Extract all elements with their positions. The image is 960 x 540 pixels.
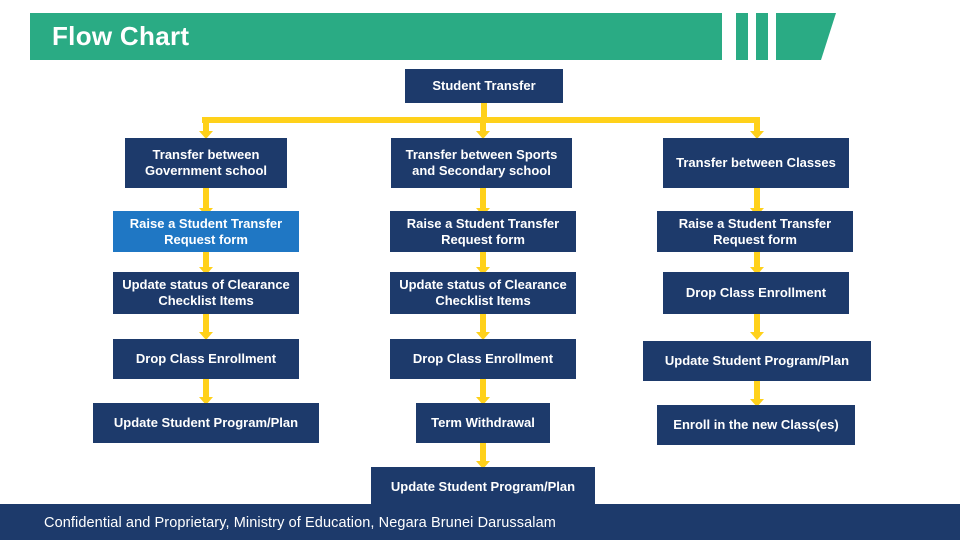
arrow-col1-4-5: [199, 379, 213, 405]
arrow-col3-4-5: [750, 381, 764, 407]
node-col1-step5[interactable]: Update Student Program/Plan: [93, 403, 319, 443]
node-col2-step3[interactable]: Update status of Clearance Checklist Ite…: [390, 272, 576, 314]
node-col3-step4[interactable]: Update Student Program/Plan: [643, 341, 871, 381]
page-footer: Confidential and Proprietary, Ministry o…: [0, 504, 960, 540]
node-col3-step3[interactable]: Drop Class Enrollment: [663, 272, 849, 314]
arrow-bus-to-col3: [750, 117, 764, 139]
node-col3-step1[interactable]: Transfer between Classes: [663, 138, 849, 188]
node-root-student-transfer[interactable]: Student Transfer: [405, 69, 563, 103]
header-tick-2: [756, 13, 768, 60]
arrow-col2-3-4: [476, 314, 490, 340]
connector-root-down: [481, 103, 487, 117]
arrow-col2-2-3: [476, 252, 490, 275]
connector-root-bus: [202, 117, 754, 123]
page-title: Flow Chart: [52, 21, 190, 51]
node-col1-step2[interactable]: Raise a Student Transfer Request form: [113, 211, 299, 252]
node-col2-step4[interactable]: Drop Class Enrollment: [390, 339, 576, 379]
header-left-accent: [22, 13, 30, 60]
arrow-col1-3-4: [199, 314, 213, 340]
arrow-col2-5-6: [476, 443, 490, 469]
header-green-bar: [22, 13, 722, 60]
arrow-bus-to-col1: [199, 117, 213, 139]
node-col2-step5[interactable]: Term Withdrawal: [416, 403, 550, 443]
node-col1-step1[interactable]: Transfer between Government school: [125, 138, 287, 188]
arrow-col3-3-4: [750, 314, 764, 340]
node-col2-step1[interactable]: Transfer between Sports and Secondary sc…: [391, 138, 572, 188]
arrow-col3-2-3: [750, 252, 764, 275]
flowchart-canvas: Student Transfer Transfer between Govern…: [0, 62, 960, 507]
node-col1-step3[interactable]: Update status of Clearance Checklist Ite…: [113, 272, 299, 314]
page-header: Flow Chart: [0, 0, 960, 62]
header-tick-1: [736, 13, 748, 60]
header-wedge-shape: [776, 13, 836, 60]
arrow-col2-4-5: [476, 379, 490, 405]
node-col1-step4[interactable]: Drop Class Enrollment: [113, 339, 299, 379]
node-col2-step2[interactable]: Raise a Student Transfer Request form: [390, 211, 576, 252]
footer-confidentiality-note: Confidential and Proprietary, Ministry o…: [44, 515, 556, 531]
arrow-bus-to-col2: [476, 117, 490, 139]
node-col2-step6[interactable]: Update Student Program/Plan: [371, 467, 595, 507]
arrow-col1-2-3: [199, 252, 213, 275]
node-col3-step2[interactable]: Raise a Student Transfer Request form: [657, 211, 853, 252]
node-col3-step5[interactable]: Enroll in the new Class(es): [657, 405, 855, 445]
